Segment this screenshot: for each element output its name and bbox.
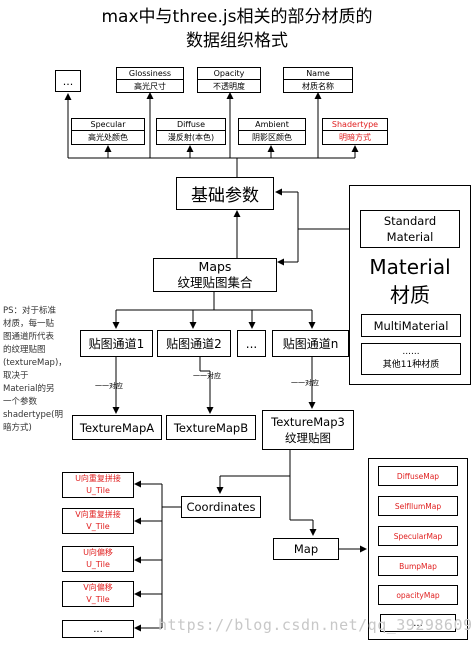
watermark-url: https://blog.csdn.net/qq_39298609 (158, 616, 473, 634)
map-type-selfilum: SelfIlumMap (378, 496, 458, 516)
diagram-title-line2: 数据组织格式 (186, 31, 288, 51)
prop-ambient-en: Ambient (239, 120, 305, 131)
prop-ambient: Ambient 阴影区颜色 (238, 118, 306, 145)
map-type-specular: SpecularMap (378, 526, 458, 546)
other-materials-label: 其他11种材质 (382, 360, 440, 370)
prop-name-cn: 材质名称 (302, 81, 334, 91)
material-title-en: Material (369, 255, 451, 279)
prop-ellipsis: ... (55, 70, 81, 92)
uv-v-offset-value: V_Tile (86, 595, 110, 604)
standard-material-box: Standard Material (360, 210, 460, 248)
channel-1: 贴图通道1 (80, 330, 153, 357)
prop-shadertype-en: Shadertype (323, 120, 387, 131)
prop-glossiness: Glossiness 高光尺寸 (116, 67, 184, 93)
maps-cn: 纹理贴图集合 (177, 275, 253, 290)
one-to-one-label-b: 一一对应 (193, 372, 221, 380)
map-box: Map (273, 538, 339, 560)
map-type-diffuse: DiffuseMap (378, 466, 458, 486)
uv-u-tile-label: U向重复拼接 (75, 474, 121, 483)
prop-ambient-cn: 阴影区颜色 (252, 133, 292, 142)
maps-box: Maps 纹理贴图集合 (153, 258, 277, 292)
prop-specular-cn: 高光处颜色 (88, 133, 128, 142)
ps-note: PS：对于标准材质，每一贴图通道所代表的纹理贴图(textureMap)，取决于… (3, 306, 67, 433)
coordinates-box: Coordinates (181, 496, 261, 518)
channel-ellipsis: ... (237, 330, 266, 357)
other-materials-box: ...... 其他11种材质 (361, 343, 461, 375)
one-to-one-label-a: 一一对应 (95, 382, 123, 390)
uv-u-offset-label: U向偏移 (83, 548, 113, 557)
prop-opacity-cn: 不透明度 (213, 81, 245, 91)
prop-opacity: Opacity 不透明度 (197, 67, 261, 93)
uv-u-offset-value: U_Tile (86, 560, 110, 569)
uv-u-tile: U向重复拼接 U_Tile (62, 472, 134, 498)
map-type-bump: BumpMap (378, 556, 458, 576)
texture-map-3-en: TextureMap3 (271, 415, 345, 429)
maps-en: Maps (198, 259, 232, 274)
prop-diffuse-en: Diffuse (157, 120, 225, 131)
prop-glossiness-en: Glossiness (117, 69, 183, 80)
multimaterial-box: MultiMaterial (361, 314, 461, 337)
one-to-one-label-n: 一一对应 (291, 379, 319, 387)
prop-specular: Specular 高光处颜色 (71, 118, 145, 145)
prop-opacity-en: Opacity (198, 69, 260, 80)
channel-n: 贴图通道n (272, 330, 349, 357)
prop-specular-en: Specular (72, 120, 144, 131)
uv-u-offset: U向偏移 U_Tile (62, 546, 134, 572)
uv-v-tile-label: V向重复拼接 (75, 510, 121, 519)
map-types-group (368, 458, 468, 640)
other-materials-dots: ...... (402, 347, 420, 357)
texture-map-a: TextureMapA (72, 415, 162, 440)
uv-v-tile: V向重复拼接 V_Tile (62, 508, 134, 534)
uv-u-tile-value: U_Tile (86, 486, 110, 495)
prop-name: Name 材质名称 (283, 67, 353, 93)
prop-glossiness-cn: 高光尺寸 (134, 81, 166, 91)
prop-diffuse-cn: 漫反射(本色) (167, 133, 215, 142)
material-title-cn: 材质 (390, 283, 430, 307)
map-types-ellipsis: ... (380, 614, 456, 632)
uv-v-offset: V向偏移 V_Tile (62, 581, 134, 607)
channel-2: 贴图通道2 (157, 330, 231, 357)
diagram-title-line1: max中与three.js相关的部分材质的 (101, 7, 373, 27)
texture-map-b: TextureMapB (166, 415, 256, 440)
texture-map-3-cn: 纹理贴图 (285, 431, 331, 445)
prop-name-en: Name (284, 69, 352, 80)
prop-shadertype: Shadertype 明暗方式 (322, 118, 388, 145)
base-params-box: 基础参数 (176, 177, 274, 210)
uv-v-offset-label: V向偏移 (83, 583, 113, 592)
prop-shadertype-cn: 明暗方式 (339, 133, 371, 142)
prop-diffuse: Diffuse 漫反射(本色) (156, 118, 226, 145)
map-type-opacity: opacityMap (378, 585, 458, 605)
texture-map-3: TextureMap3 纹理贴图 (262, 410, 354, 450)
uv-ellipsis: ... (62, 620, 134, 638)
uv-v-tile-value: V_Tile (86, 522, 110, 531)
